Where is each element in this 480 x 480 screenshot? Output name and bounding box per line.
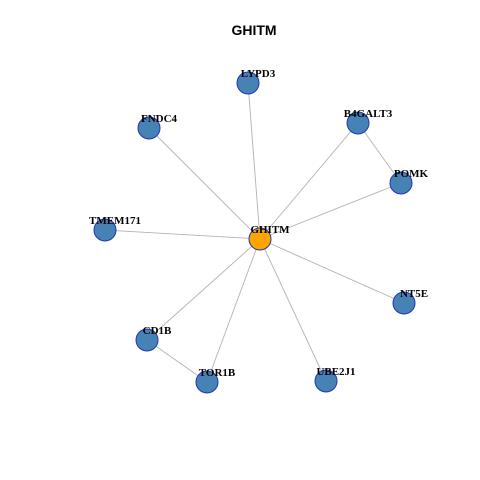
graph-title: GHITM <box>231 22 276 38</box>
node-nt5e: NT5E <box>392 288 428 315</box>
node-circle-lypd3 <box>236 71 260 95</box>
node-cd1b: CD1B <box>135 325 172 352</box>
node-circle-ghitm <box>248 227 272 251</box>
node-label-tmem171: TMEM171 <box>89 215 141 227</box>
node-label-lypd3: LYPD3 <box>241 68 276 80</box>
node-circle-pomk <box>389 171 413 195</box>
node-circle-fndc4 <box>137 116 161 140</box>
node-label-cd1b: CD1B <box>143 325 172 337</box>
node-circle-tor1b <box>195 370 219 394</box>
node-ghitm: GHITM <box>248 224 290 251</box>
edge-ghitm-tor1b <box>206 238 261 383</box>
node-fndc4: FNDC4 <box>137 113 178 140</box>
edge-ghitm-b4galt3 <box>259 122 359 240</box>
node-tor1b: TOR1B <box>195 367 236 394</box>
node-circle-cd1b <box>135 328 159 352</box>
edge-ghitm-ube2j1 <box>259 238 327 382</box>
edges-layer <box>104 82 405 383</box>
node-label-tor1b: TOR1B <box>199 367 236 379</box>
node-label-ube2j1: UBE2J1 <box>316 366 355 378</box>
node-circle-tmem171 <box>93 218 117 242</box>
node-label-ghitm: GHITM <box>250 224 290 236</box>
edge-ghitm-cd1b <box>146 238 261 341</box>
node-tmem171: TMEM171 <box>89 215 141 242</box>
node-label-fndc4: FNDC4 <box>141 113 178 125</box>
node-b4galt3: B4GALT3 <box>344 108 393 135</box>
edge-ghitm-nt5e <box>259 238 405 304</box>
node-ube2j1: UBE2J1 <box>314 366 356 393</box>
node-pomk: POMK <box>389 168 429 195</box>
node-label-pomk: POMK <box>394 168 429 180</box>
edge-ghitm-tmem171 <box>104 229 261 240</box>
node-circle-nt5e <box>392 291 416 315</box>
node-circle-ube2j1 <box>314 369 338 393</box>
node-label-nt5e: NT5E <box>400 288 428 300</box>
node-lypd3: LYPD3 <box>236 68 276 95</box>
node-circle-b4galt3 <box>346 111 370 135</box>
edge-ghitm-pomk <box>259 182 402 240</box>
edge-ghitm-fndc4 <box>148 127 261 240</box>
edge-b4galt3-pomk <box>357 122 402 184</box>
edge-ghitm-lypd3 <box>247 82 261 240</box>
node-label-b4galt3: B4GALT3 <box>344 108 393 120</box>
edge-cd1b-tor1b <box>146 339 208 383</box>
